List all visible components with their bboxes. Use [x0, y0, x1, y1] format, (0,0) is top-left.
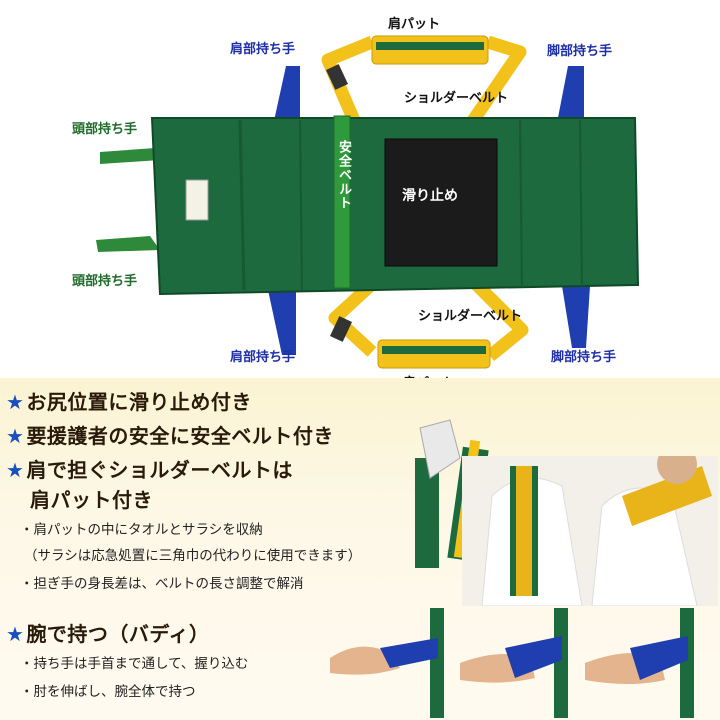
note-sarashi: （サラシは応急処置に三角巾の代わりに使用できます） — [24, 548, 362, 564]
note-pad-storage: ・肩パットの中にタオルとサラシを収納 — [20, 522, 263, 538]
feature-buddy-carry: ★腕で持つ（バディ） — [6, 622, 210, 646]
shoulder-belt-top-label: ショルダーベルト — [404, 91, 509, 106]
feature-anti-slip: ★お尻位置に滑り止め付き — [6, 390, 252, 414]
shoulder-belt-bottom-graphic — [328, 279, 529, 362]
leg-handle-bottom-label: 脚部持ち手 — [551, 350, 617, 365]
shoulder-carry-photo — [462, 456, 718, 606]
star-icon: ★ — [6, 458, 25, 482]
feature-shoulder-belt-line2: 肩パット付き — [30, 488, 153, 512]
note-height-adjust: ・担ぎ手の身長差は、ベルトの長さ調整で解消 — [20, 576, 304, 592]
shoulder-handle-bottom-label: 肩部持ち手 — [230, 350, 296, 365]
note-elbow: ・肘を伸ばし、腕全体で持つ — [20, 684, 196, 700]
features-panel: ★お尻位置に滑り止め付き ★要援護者の安全に安全ベルト付き ★肩で担ぐショルダー… — [0, 378, 720, 720]
shoulder-pad-top-graphic — [371, 35, 489, 65]
star-icon: ★ — [6, 390, 25, 414]
shoulder-pad-top-label: 肩パット — [388, 17, 441, 32]
leg-handle-top-label: 脚部持ち手 — [547, 44, 613, 59]
head-handle-top-label: 頭部持ち手 — [72, 122, 138, 137]
shoulder-belt-top-graphic — [321, 35, 527, 129]
feature-safety-belt: ★要援護者の安全に安全ベルト付き — [6, 424, 334, 448]
hand-grip-photos — [330, 608, 694, 718]
star-icon: ★ — [6, 424, 25, 448]
feature-shoulder-belt: ★肩で担ぐショルダーベルトは — [6, 458, 293, 482]
star-icon: ★ — [6, 622, 25, 646]
shoulder-pad-bottom-graphic — [377, 339, 491, 369]
stretcher-diagram: 肩パット 肩部持ち手 脚部持ち手 ショルダーベルト 頭部持ち手 頭部持ち手 安全… — [72, 17, 640, 391]
shoulder-handle-top-label: 肩部持ち手 — [230, 42, 296, 57]
safety-belt-label: 安全ベルト — [336, 140, 351, 210]
head-handle-bottom-label: 頭部持ち手 — [72, 274, 138, 289]
shoulder-belt-bottom-label: ショルダーベルト — [418, 309, 523, 324]
anti-slip-label: 滑り止め — [402, 188, 458, 204]
stretcher-illustration — [96, 35, 640, 369]
note-grip: ・持ち手は手首まで通して、握り込む — [20, 656, 249, 672]
